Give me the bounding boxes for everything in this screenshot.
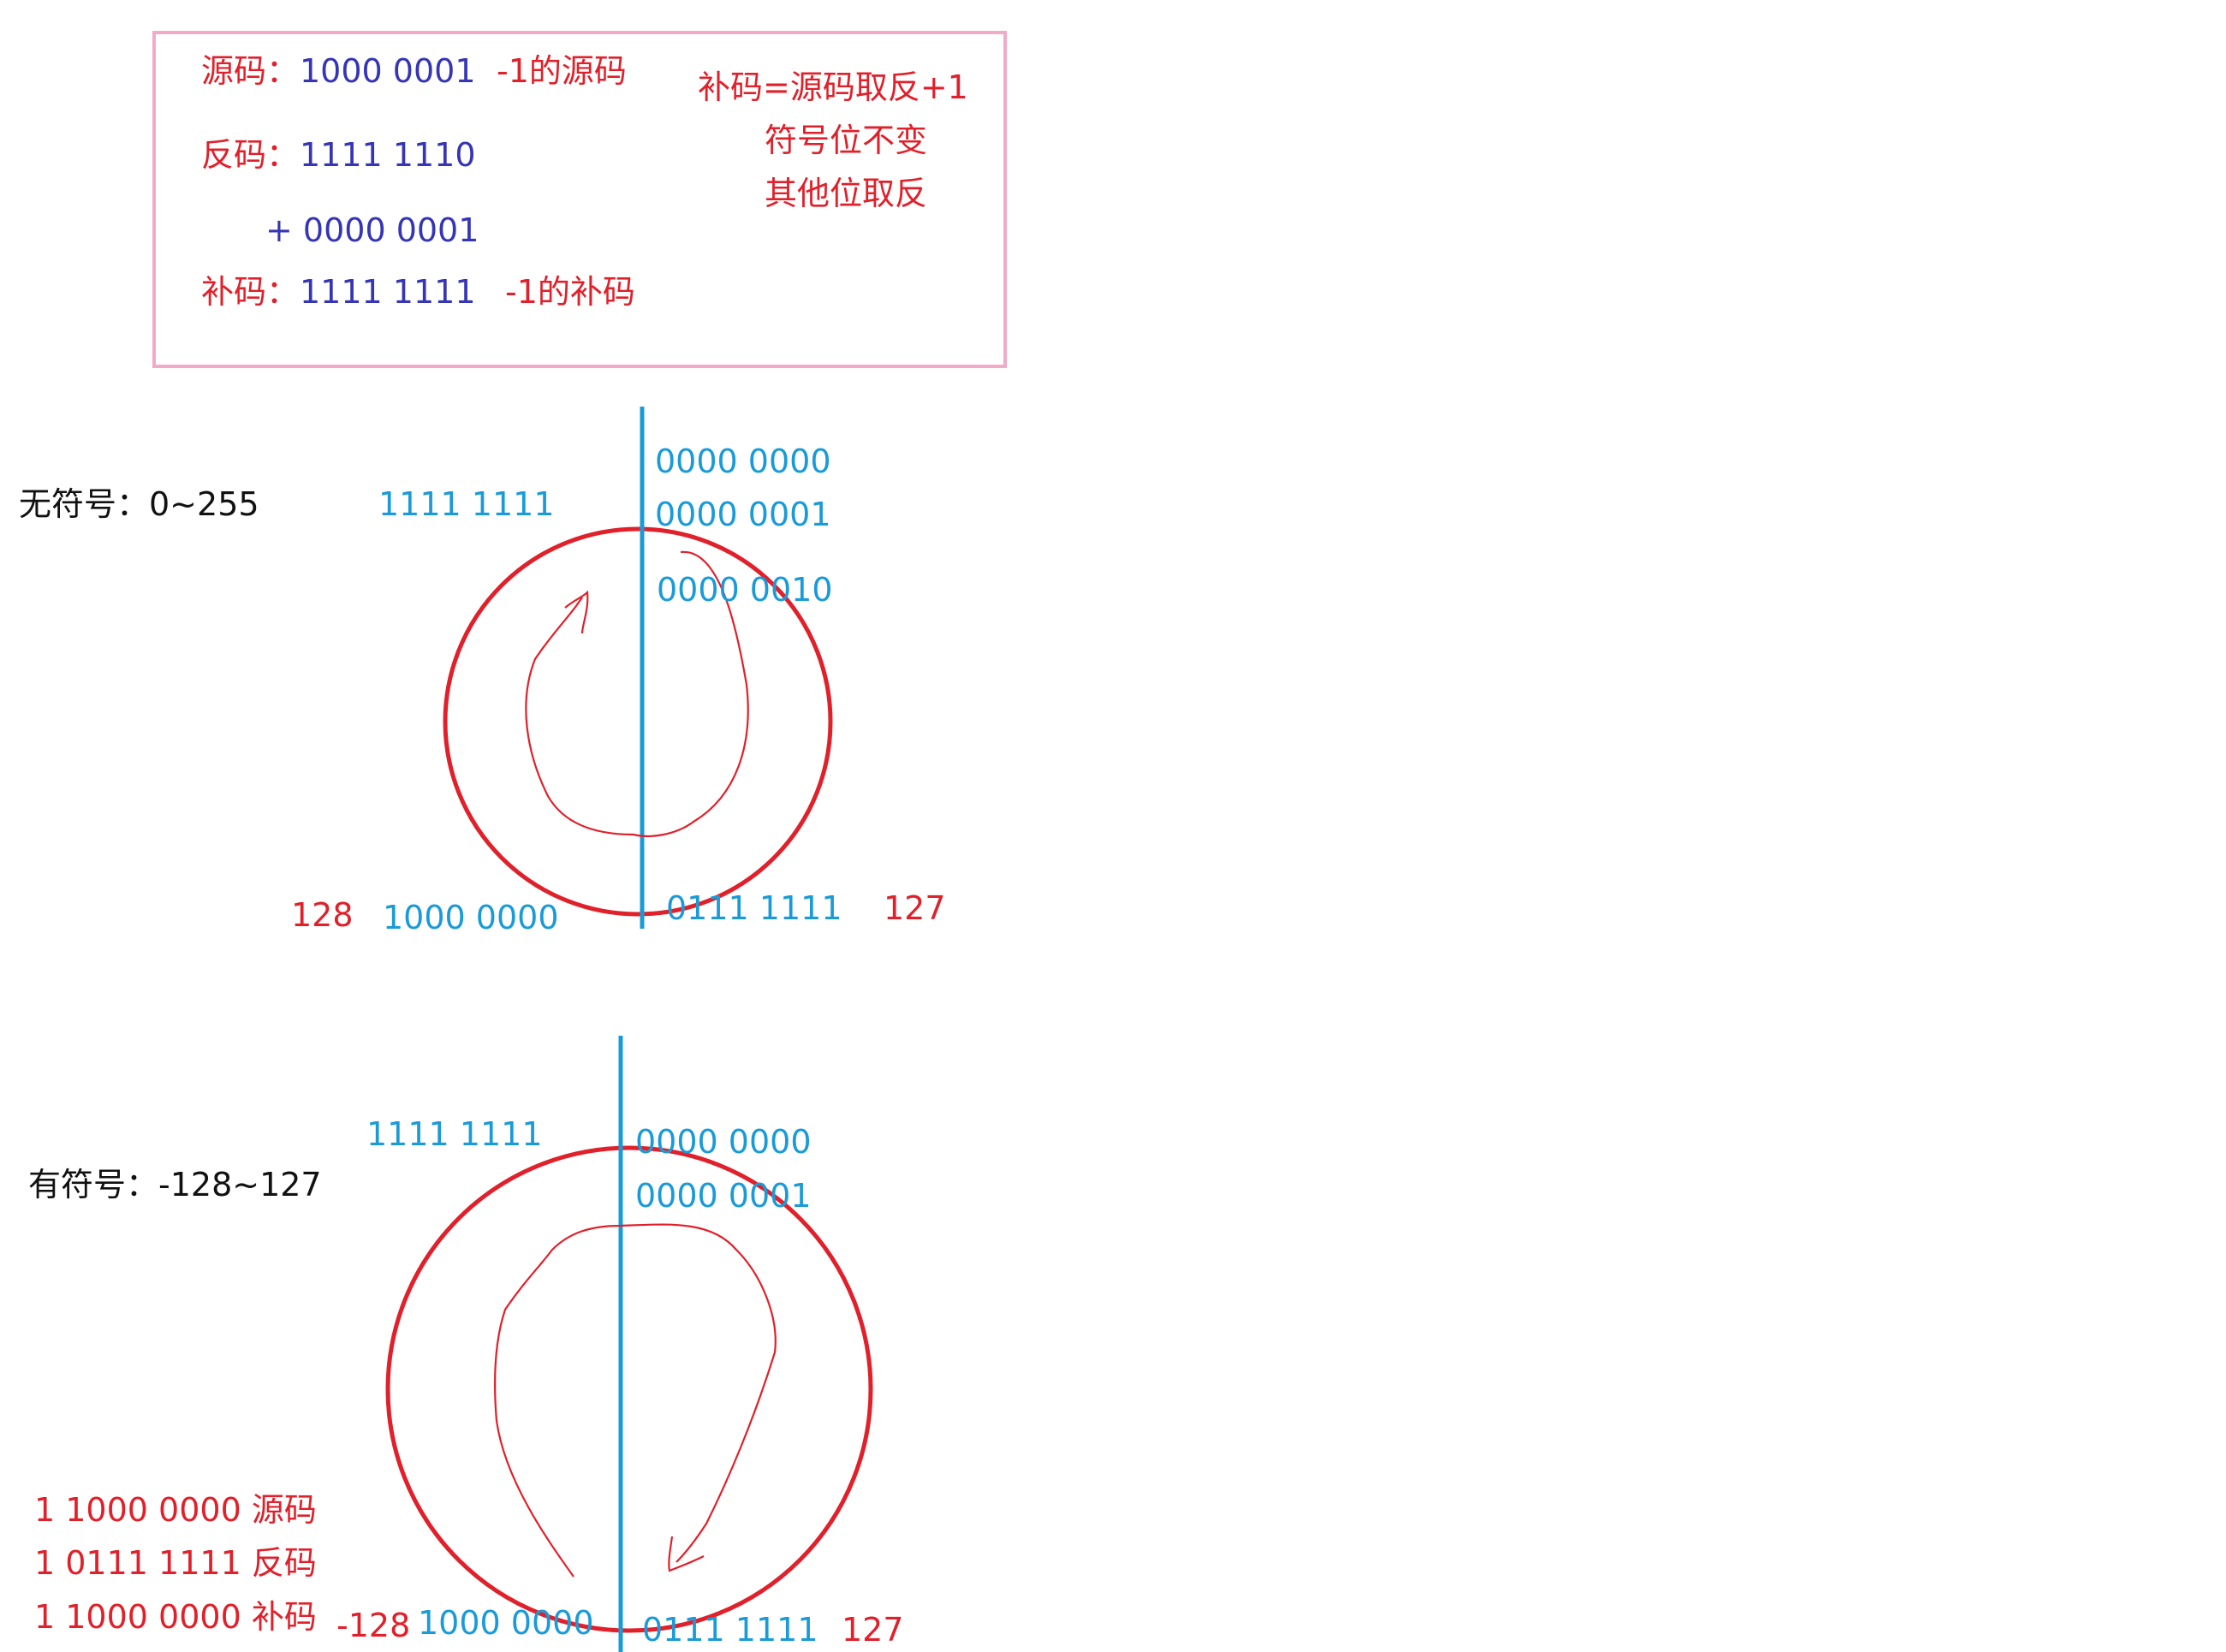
twos-complement-note: -1的补码: [505, 273, 635, 311]
unsigned-label-128: 128: [291, 896, 354, 934]
unsigned-circle: [443, 526, 833, 917]
signed-circle: [385, 1145, 873, 1633]
unsigned-label-127: 127: [884, 889, 946, 927]
signed-label-11111111: 1111 1111: [366, 1115, 543, 1153]
signed-cycle-arrow: [493, 1223, 777, 1578]
rule-line-3: 其他位取反: [765, 175, 928, 212]
source-code-value: 1000 0001: [300, 52, 476, 90]
signed-note-ones: 1 0111 1111 反码: [34, 1544, 317, 1582]
unsigned-label-00000001: 0000 0001: [655, 496, 831, 533]
signed-label-minus128: -128: [336, 1607, 411, 1644]
ones-complement-label: 反码：: [201, 136, 300, 174]
unsigned-cycle-arrow: [525, 550, 749, 837]
signed-note-source: 1 1000 0000 源码: [34, 1491, 317, 1529]
explanation-box: [152, 31, 1007, 368]
unsigned-arrowhead: [564, 590, 589, 634]
unsigned-label-10000000: 1000 0000: [383, 899, 559, 936]
plus-one-row: + 0000 0001: [265, 211, 479, 249]
source-code-note: -1的源码: [497, 52, 627, 90]
unsigned-label-01111111: 0111 1111: [666, 889, 842, 927]
signed-label-127: 127: [842, 1611, 904, 1649]
signed-title: 有符号：-128~127: [28, 1166, 322, 1203]
signed-label-10000000: 1000 0000: [418, 1604, 594, 1642]
signed-note-twos: 1 1000 0000 补码: [34, 1598, 317, 1636]
signed-label-00000000: 0000 0000: [635, 1123, 812, 1161]
signed-label-01111111: 0111 1111: [642, 1611, 818, 1649]
unsigned-label-00000000: 0000 0000: [655, 443, 831, 480]
unsigned-title: 无符号：0~255: [19, 485, 259, 523]
unsigned-label-11111111: 1111 1111: [378, 485, 555, 523]
source-code-label: 源码：: [201, 52, 300, 90]
signed-label-00000001: 0000 0001: [635, 1177, 812, 1215]
rule-line-2: 符号位不变: [765, 122, 928, 159]
ones-complement-value: 1111 1110: [300, 136, 476, 174]
unsigned-label-00000010: 0000 0010: [657, 571, 833, 609]
twos-complement-label: 补码：: [201, 273, 300, 311]
rule-line-1: 补码=源码取反+1: [698, 68, 968, 106]
twos-complement-value: 1111 1111: [300, 273, 476, 311]
signed-arrowhead: [668, 1536, 705, 1572]
